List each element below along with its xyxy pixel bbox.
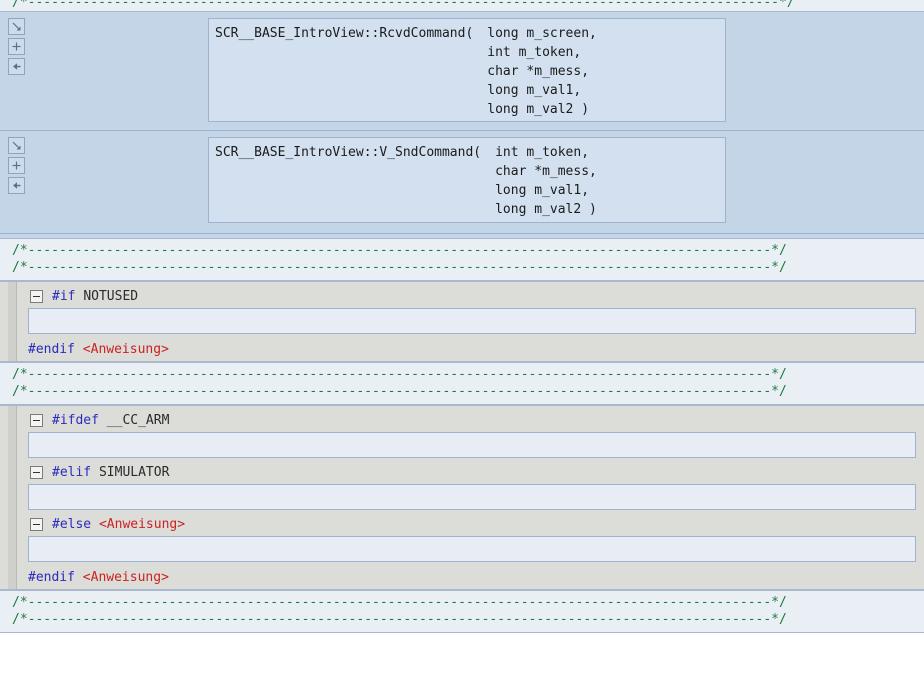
comment-separator-2[interactable]: /*--------------------------------------… xyxy=(0,362,924,405)
preprocessor-condition: SIMULATOR xyxy=(98,465,170,480)
collapse-toggle-icon[interactable] xyxy=(30,290,43,303)
back-arrow-icon[interactable] xyxy=(8,58,25,75)
comment-line: /*--------------------------------------… xyxy=(12,384,787,399)
comment-line: /*--------------------------------------… xyxy=(12,260,787,275)
param-1: int m_token, xyxy=(487,45,582,60)
preprocessor-condition-placeholder: <Anweisung> xyxy=(98,517,186,532)
preprocessor-condition-placeholder: <Anweisung> xyxy=(82,341,169,357)
param-3: long m_val1, xyxy=(487,83,582,98)
add-icon[interactable] xyxy=(8,38,25,55)
section-spacer xyxy=(0,234,924,238)
statement-slot[interactable] xyxy=(28,536,916,562)
param-0: long m_screen, xyxy=(487,26,597,41)
preprocessor-keyword: #elif xyxy=(52,465,92,480)
preprocessor-endif[interactable]: #endif <Anweisung> xyxy=(0,565,924,589)
collapse-toggle-icon[interactable] xyxy=(30,466,43,479)
resize-handle-icon[interactable] xyxy=(8,18,25,35)
preprocessor-keyword: #else xyxy=(52,517,92,532)
function-parameter-list: int m_token, char *m_mess, long m_val1, … xyxy=(495,143,597,219)
preprocessor-branch-elif[interactable]: #elif SIMULATOR xyxy=(0,461,924,484)
function-toolbar xyxy=(0,12,208,84)
comment-separator-1[interactable]: /*--------------------------------------… xyxy=(0,238,924,281)
preprocessor-block-if-notused: #if NOTUSED #endif <Anweisung> xyxy=(0,281,924,362)
collapse-toggle-icon[interactable] xyxy=(30,518,43,531)
add-icon[interactable] xyxy=(8,157,25,174)
resize-handle-icon[interactable] xyxy=(8,137,25,154)
comment-line: /*--------------------------------------… xyxy=(12,0,795,10)
comment-separator-3[interactable]: /*--------------------------------------… xyxy=(0,590,924,633)
preprocessor-keyword: #ifdef xyxy=(52,413,99,428)
comment-line: /*--------------------------------------… xyxy=(12,243,787,258)
collapse-toggle-icon[interactable] xyxy=(30,414,43,427)
preprocessor-condition: NOTUSED xyxy=(83,289,139,304)
function-toolbar xyxy=(0,131,208,203)
comment-line: /*--------------------------------------… xyxy=(12,612,787,627)
comment-line: /*--------------------------------------… xyxy=(12,367,787,382)
preprocessor-keyword: #endif xyxy=(28,341,75,357)
comment-line: /*--------------------------------------… xyxy=(12,595,787,610)
statement-slot[interactable] xyxy=(28,484,916,510)
preprocessor-branch-if[interactable]: #if NOTUSED xyxy=(0,282,924,308)
function-signature-name: SCR__BASE_IntroView::RcvdCommand( xyxy=(215,26,474,41)
back-arrow-icon[interactable] xyxy=(8,177,25,194)
param-1: char *m_mess, xyxy=(495,164,597,179)
preprocessor-keyword: #endif xyxy=(28,569,75,585)
param-2: long m_val1, xyxy=(495,183,590,198)
preprocessor-branch-ifdef[interactable]: #ifdef __CC_ARM xyxy=(0,406,924,432)
preprocessor-endif[interactable]: #endif <Anweisung> xyxy=(0,337,924,361)
function-signature-box[interactable]: SCR__BASE_IntroView::RcvdCommand( long m… xyxy=(208,18,726,122)
block-indent-bar xyxy=(8,282,17,361)
preprocessor-condition: __CC_ARM xyxy=(106,413,170,428)
preprocessor-block-ifdef-cc-arm: #ifdef __CC_ARM #elif SIMULATOR #else <A… xyxy=(0,405,924,590)
function-section-snd-command: SCR__BASE_IntroView::V_SndCommand( int m… xyxy=(0,131,924,234)
preprocessor-keyword: #if xyxy=(52,289,76,304)
param-0: int m_token, xyxy=(495,145,590,160)
preprocessor-branch-else[interactable]: #else <Anweisung> xyxy=(0,513,924,536)
statement-slot[interactable] xyxy=(28,308,916,334)
function-signature-box[interactable]: SCR__BASE_IntroView::V_SndCommand( int m… xyxy=(208,137,726,223)
preprocessor-condition-placeholder: <Anweisung> xyxy=(82,569,169,585)
param-3: long m_val2 ) xyxy=(495,202,597,217)
block-indent-bar xyxy=(8,406,17,589)
param-4: long m_val2 ) xyxy=(487,102,590,117)
function-parameter-list: long m_screen, int m_token, char *m_mess… xyxy=(487,24,597,119)
param-2: char *m_mess, xyxy=(487,64,590,79)
statement-slot[interactable] xyxy=(28,432,916,458)
top-partial-comment-row: /*--------------------------------------… xyxy=(0,0,924,12)
function-section-rcvd-command: SCR__BASE_IntroView::RcvdCommand( long m… xyxy=(0,12,924,131)
function-signature-name: SCR__BASE_IntroView::V_SndCommand( xyxy=(215,145,482,160)
